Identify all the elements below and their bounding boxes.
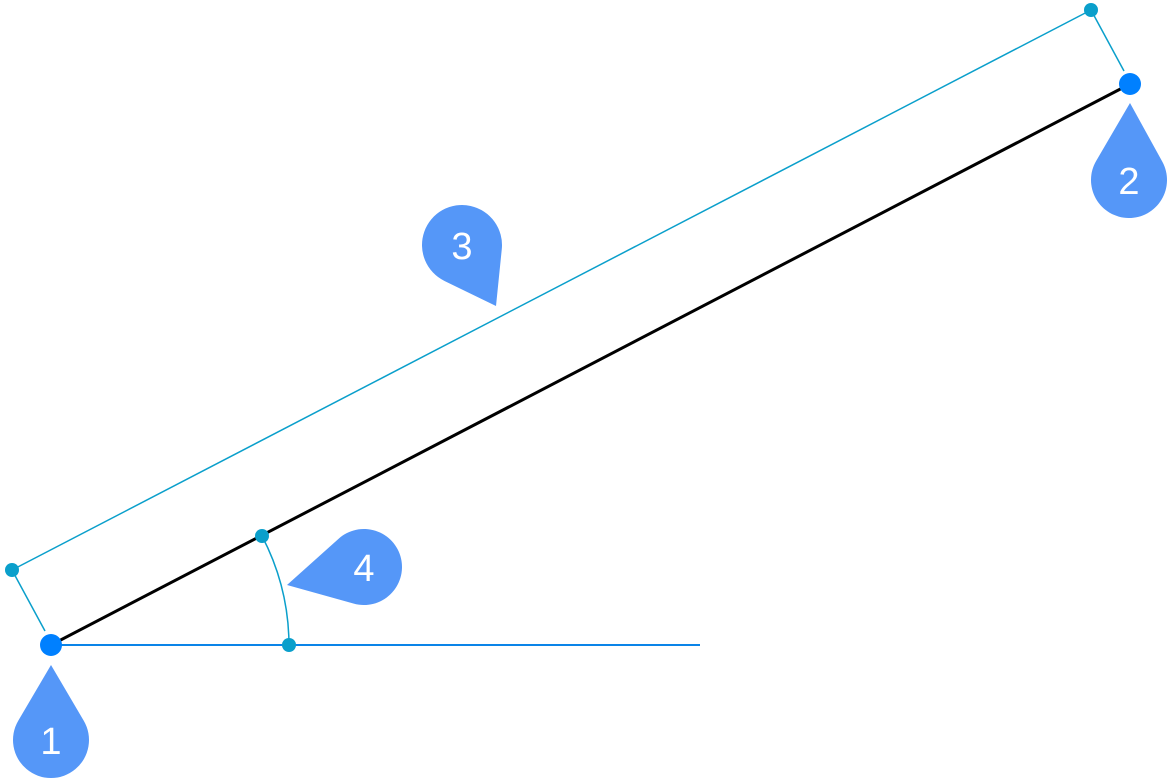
callout-teardrop-shape	[13, 665, 89, 778]
extension-line-start	[11, 569, 46, 632]
callout-teardrop-shape	[287, 529, 402, 606]
callout-teardrop-shape	[1091, 103, 1167, 218]
callout-number: 4	[353, 548, 374, 590]
endpoint-grip-end[interactable]	[1119, 73, 1141, 95]
dimension-line	[11, 9, 1092, 571]
dimension-grip-start[interactable]	[5, 563, 19, 577]
callout-number: 1	[40, 721, 61, 763]
angle-grip-baseline[interactable]	[282, 638, 296, 652]
callout-end-point: 2	[1091, 103, 1167, 218]
angle-grip-line[interactable]	[255, 529, 269, 543]
callout-length-dimension: 3	[421, 205, 502, 306]
extension-line-end	[1090, 9, 1125, 72]
callout-angle-dimension: 4	[287, 529, 402, 606]
angle-arc	[261, 535, 290, 646]
endpoint-grip-start[interactable]	[40, 634, 62, 656]
callout-start-point: 1	[13, 665, 89, 778]
callout-number: 2	[1118, 161, 1139, 203]
dimension-grip-end[interactable]	[1084, 3, 1098, 17]
callout-teardrop-shape	[421, 205, 502, 306]
callout-number: 3	[451, 226, 472, 268]
main-line[interactable]	[50, 82, 1131, 647]
